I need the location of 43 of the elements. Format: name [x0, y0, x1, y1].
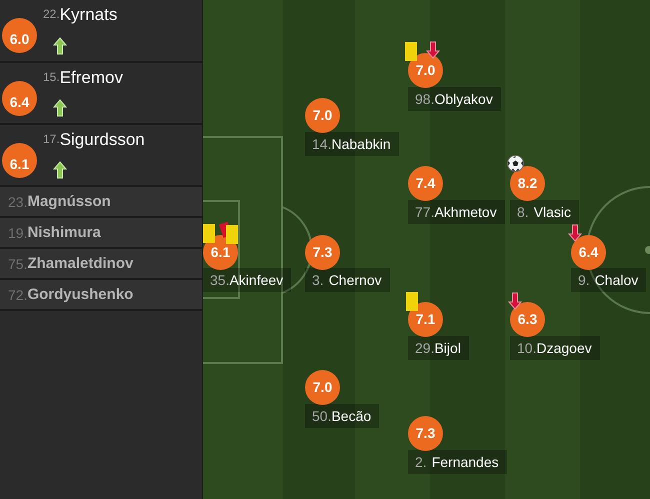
shirt-number: 75.	[8, 256, 28, 273]
player-name: Dzagoev	[536, 340, 592, 356]
shirt-number: 19.	[8, 225, 28, 242]
shirt-number: 8.	[517, 204, 529, 220]
shirt-number: 50.	[312, 408, 332, 424]
shirt-number: 2.	[415, 454, 427, 470]
shirt-number: 23.	[8, 194, 28, 211]
player-name: Akhmetov	[434, 204, 497, 220]
player-name: Efremov	[60, 68, 123, 88]
bench-row	[0, 187, 202, 218]
shirt-number: 72.	[8, 287, 28, 304]
rating-badge: 6.4	[2, 81, 37, 116]
bench-row	[0, 218, 202, 249]
shirt-number: 10.	[517, 340, 536, 356]
shirt-number: 15.	[43, 70, 60, 84]
player-name: Akinfeev	[229, 272, 284, 288]
player-name: Magnússon	[27, 193, 111, 211]
player-name: Vlasic	[534, 204, 572, 220]
shirt-number: 35.	[210, 272, 230, 288]
player-name: Becão	[331, 408, 372, 424]
bench-row	[0, 280, 202, 311]
player-name: Oblyakov	[434, 91, 493, 107]
player-name: Sigurdsson	[60, 130, 145, 150]
player-name: Bijol	[434, 340, 461, 356]
rating-badge: 6.0	[2, 18, 37, 53]
player-name: Zhamaletdinov	[27, 255, 134, 273]
rating-badge: 6.1	[2, 143, 37, 178]
player-name: Chalov	[594, 272, 638, 288]
shirt-number: 9.	[578, 272, 590, 288]
shirt-number: 22.	[43, 7, 60, 21]
player-name: Nababkin	[331, 136, 391, 152]
shirt-number: 14.	[312, 136, 332, 152]
shirt-number: 98.	[415, 91, 434, 107]
shirt-number: 17.	[43, 132, 60, 146]
player-name: Fernandes	[432, 454, 499, 470]
shirt-number: 3.	[312, 272, 324, 288]
shirt-number: 77.	[415, 204, 434, 220]
shirt-number: 29.	[415, 340, 434, 356]
player-name: Gordyushenko	[27, 286, 134, 304]
player-name: Nishimura	[27, 224, 101, 242]
player-name: Kyrnats	[60, 5, 118, 25]
bench-row	[0, 249, 202, 280]
player-name: Chernov	[328, 272, 382, 288]
